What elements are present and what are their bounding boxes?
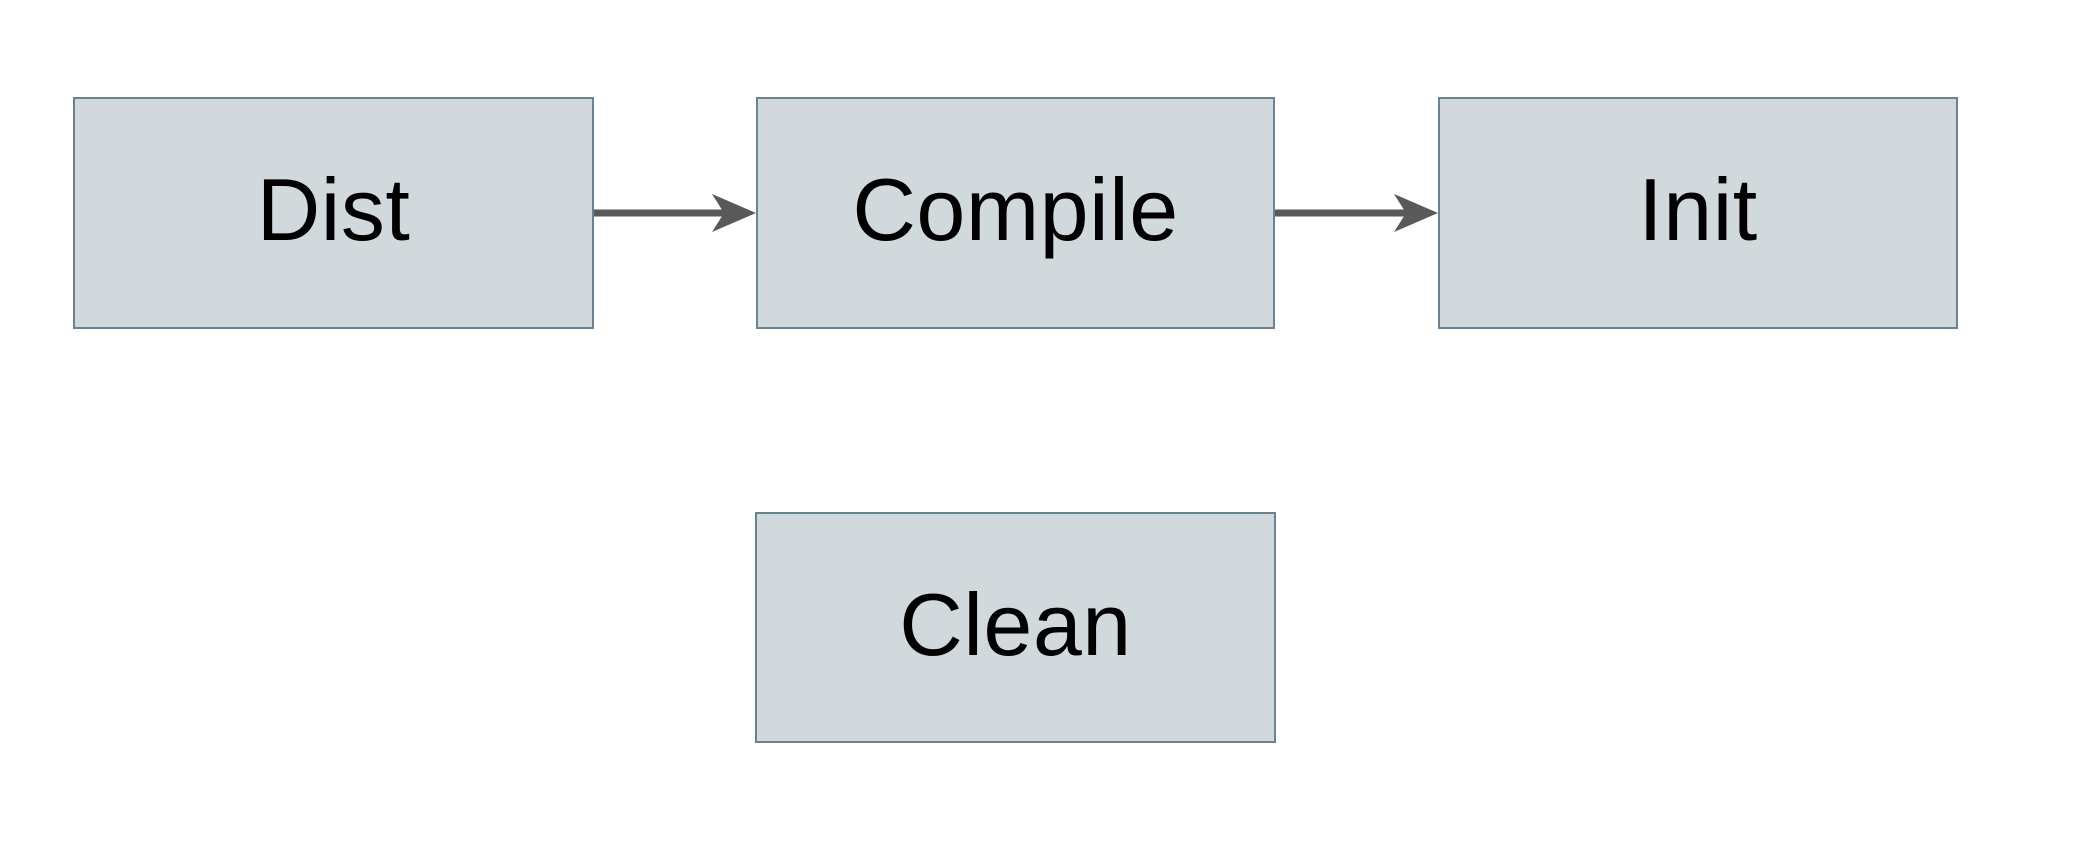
node-init-label: Init [1638,160,1758,259]
node-dist-label: Dist [256,160,411,259]
node-compile: Compile [756,97,1275,329]
node-dist: Dist [73,97,594,329]
arrowhead-icon [1394,194,1438,232]
arrow-compile-to-init [1274,194,1438,232]
arrowhead-icon [712,194,756,232]
arrow-dist-to-compile [594,194,756,232]
node-clean: Clean [755,512,1276,743]
node-init: Init [1438,97,1958,329]
node-clean-label: Clean [899,574,1132,674]
node-compile-label: Compile [852,160,1179,259]
